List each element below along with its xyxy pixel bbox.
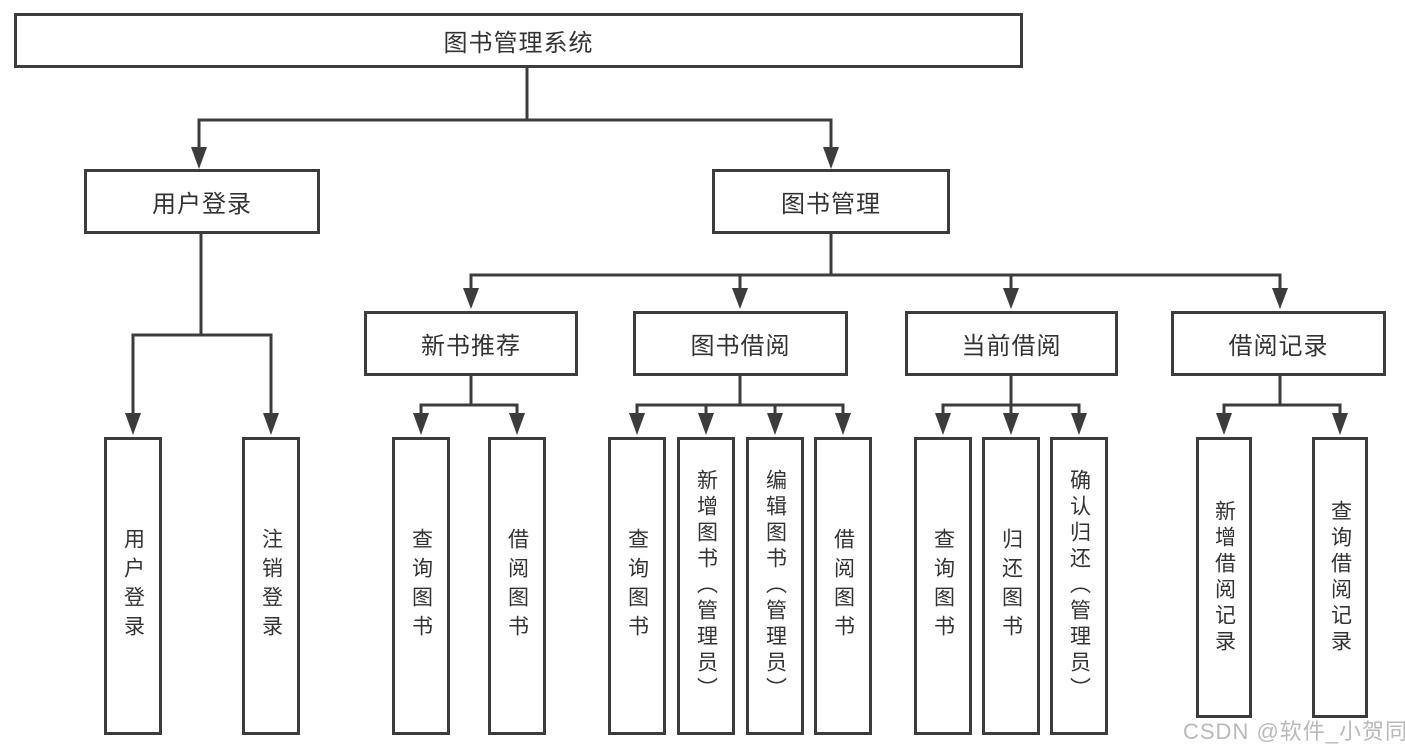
node-current-borrowing-label: 当前借阅 bbox=[961, 333, 1062, 360]
leaf-borrow-books-borrowing-label: 借阅图书 bbox=[831, 528, 855, 644]
leaf-add-borrow-record: 新增借阅记录 bbox=[1196, 437, 1252, 718]
leaf-borrow-books-recommend: 借阅图书 bbox=[488, 437, 546, 735]
watermark-text: CSDN @软件_小贺同学 bbox=[1183, 719, 1405, 744]
leaf-query-books-borrowing-label: 查询图书 bbox=[625, 528, 649, 644]
node-book-borrowing: 图书借阅 bbox=[633, 311, 848, 376]
leaf-borrow-books-borrowing: 借阅图书 bbox=[814, 437, 872, 735]
connector-borrow-records-to-leaves bbox=[1216, 376, 1348, 435]
node-user-login-label: 用户登录 bbox=[152, 191, 252, 218]
leaf-return-books: 归还图书 bbox=[982, 437, 1040, 735]
node-user-login: 用户登录 bbox=[84, 169, 320, 234]
leaf-confirm-return-admin: 确认归还（管理员） bbox=[1050, 437, 1108, 735]
leaf-query-books-borrowing: 查询图书 bbox=[608, 437, 666, 735]
connector-current-borrowing-to-leaves bbox=[935, 376, 1087, 435]
connector-root-to-level2 bbox=[191, 67, 839, 169]
leaf-query-borrow-record: 查询借阅记录 bbox=[1312, 437, 1368, 718]
node-current-borrowing: 当前借阅 bbox=[905, 311, 1118, 376]
node-borrowing-records-label: 借阅记录 bbox=[1228, 333, 1329, 360]
node-library-system: 图书管理系统 bbox=[14, 13, 1023, 68]
leaf-query-books-current: 查询图书 bbox=[914, 437, 972, 735]
leaf-query-books-recommend-label: 查询图书 bbox=[409, 528, 433, 644]
leaf-add-book-admin-label: 新增图书（管理员） bbox=[694, 469, 718, 703]
leaf-logout-label: 注销登录 bbox=[259, 528, 283, 644]
connector-user-login-to-leaves bbox=[125, 234, 279, 435]
node-book-management-label: 图书管理 bbox=[781, 191, 881, 218]
leaf-return-books-label: 归还图书 bbox=[999, 528, 1023, 644]
leaf-user-login-label: 用户登录 bbox=[121, 528, 145, 644]
node-new-book-recommendation-label: 新书推荐 bbox=[421, 333, 521, 360]
node-book-management: 图书管理 bbox=[712, 169, 950, 234]
leaf-logout: 注销登录 bbox=[242, 437, 300, 735]
leaf-query-books-current-label: 查询图书 bbox=[931, 528, 955, 644]
leaf-add-book-admin: 新增图书（管理员） bbox=[677, 437, 735, 735]
node-library-system-label: 图书管理系统 bbox=[443, 30, 594, 57]
leaf-user-login: 用户登录 bbox=[104, 437, 162, 735]
leaf-query-books-recommend: 查询图书 bbox=[392, 437, 450, 735]
connector-book-borrowing-to-leaves bbox=[629, 376, 851, 435]
connector-book-management-to-level3 bbox=[463, 234, 1288, 309]
node-borrowing-records: 借阅记录 bbox=[1171, 311, 1386, 376]
leaf-query-borrow-record-label: 查询借阅记录 bbox=[1328, 499, 1352, 656]
connector-new-book-to-leaves bbox=[413, 376, 525, 435]
node-book-borrowing-label: 图书借阅 bbox=[690, 333, 791, 360]
leaf-add-borrow-record-label: 新增借阅记录 bbox=[1212, 499, 1236, 656]
leaf-confirm-return-admin-label: 确认归还（管理员） bbox=[1067, 469, 1091, 703]
leaf-borrow-books-recommend-label: 借阅图书 bbox=[505, 528, 529, 644]
leaf-edit-book-admin-label: 编辑图书（管理员） bbox=[763, 469, 787, 703]
leaf-edit-book-admin: 编辑图书（管理员） bbox=[746, 437, 804, 735]
node-new-book-recommendation: 新书推荐 bbox=[364, 311, 578, 376]
